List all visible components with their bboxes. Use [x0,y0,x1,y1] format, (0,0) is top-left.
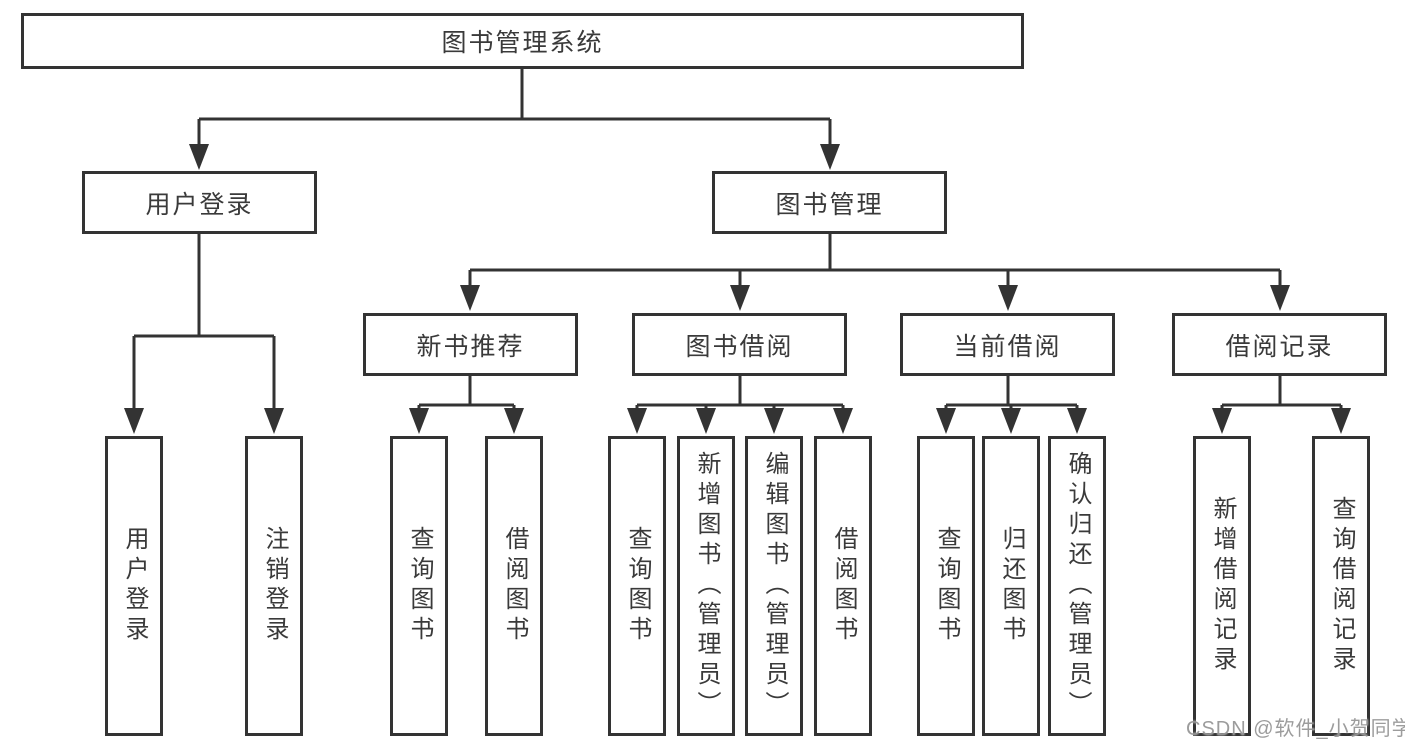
node-label: 图书借阅 [685,332,794,361]
arrowhead-icon [1270,285,1290,311]
connector-book-mgmt-to-level3 [460,234,1290,311]
node-label: 查询图书 [406,526,433,646]
arrowhead-icon [833,408,853,434]
arrowhead-icon [820,144,840,170]
node-label: 图书管理系统 [441,29,604,57]
node-label: 借阅图书 [501,526,528,646]
leaf-user-login: 用户登录 [105,436,163,736]
arrowhead-icon [264,408,284,434]
node-label: 新书推荐 [416,332,525,361]
connector-book-borrow-to-children [627,376,853,434]
node-label: 用户登录 [121,526,148,646]
leaf-add-borrow-record: 新增借阅记录 [1193,436,1251,736]
connector-borrow-records-to-children [1212,376,1351,434]
arrowhead-icon [409,408,429,434]
arrowhead-icon [1067,408,1087,434]
arrowhead-icon [730,285,750,311]
arrowhead-icon [189,144,209,170]
leaf-query-borrow-record: 查询借阅记录 [1312,436,1370,736]
connector-new-book-rec-to-children [409,376,524,434]
leaf-edit-book-admin: 编辑图书（管理员） [745,436,803,736]
node-label: 归还图书 [998,526,1025,646]
node-label: 编辑图书（管理员） [761,451,788,721]
node-book-borrow: 图书借阅 [632,313,847,376]
node-user-login: 用户登录 [82,171,317,234]
leaf-logout: 注销登录 [245,436,303,736]
leaf-confirm-return-admin: 确认归还（管理员） [1048,436,1106,736]
arrowhead-icon [627,408,647,434]
leaf-query-books-under-borrow: 查询图书 [608,436,666,736]
node-label: 新增借阅记录 [1209,496,1236,676]
leaf-query-books-under-current: 查询图书 [917,436,975,736]
node-label: 查询借阅记录 [1328,496,1355,676]
node-label: 借阅记录 [1225,332,1334,361]
node-label: 新增图书（管理员） [693,451,720,721]
arrowhead-icon [998,285,1018,311]
node-label: 图书管理 [775,190,884,219]
node-label: 借阅图书 [830,526,857,646]
leaf-borrow-books-under-recommend: 借阅图书 [485,436,543,736]
node-borrow-records: 借阅记录 [1172,313,1387,376]
node-label: 注销登录 [261,526,288,646]
node-label: 查询图书 [624,526,651,646]
arrowhead-icon [1001,408,1021,434]
node-new-book-recommend: 新书推荐 [363,313,578,376]
arrowhead-icon [460,285,480,311]
node-label: 确认归还（管理员） [1064,451,1091,721]
leaf-query-books-under-recommend: 查询图书 [390,436,448,736]
csdn-watermark: CSDN @软件_小贺同学 [1186,718,1405,740]
arrowhead-icon [936,408,956,434]
node-label: 当前借阅 [953,332,1062,361]
node-label: 用户登录 [145,190,254,219]
node-book-management: 图书管理 [712,171,947,234]
arrowhead-icon [1212,408,1232,434]
leaf-return-book: 归还图书 [982,436,1040,736]
arrowhead-icon [504,408,524,434]
leaf-borrow-books-under-borrow: 借阅图书 [814,436,872,736]
node-label: 查询图书 [933,526,960,646]
arrowhead-icon [696,408,716,434]
connector-root-to-level2 [189,69,840,170]
node-root-system: 图书管理系统 [21,13,1024,69]
connector-user-login-to-children [124,234,284,434]
connector-current-borrow-to-children [936,376,1087,434]
leaf-add-book-admin: 新增图书（管理员） [677,436,735,736]
node-current-borrow: 当前借阅 [900,313,1115,376]
arrowhead-icon [1331,408,1351,434]
arrowhead-icon [124,408,144,434]
arrowhead-icon [764,408,784,434]
